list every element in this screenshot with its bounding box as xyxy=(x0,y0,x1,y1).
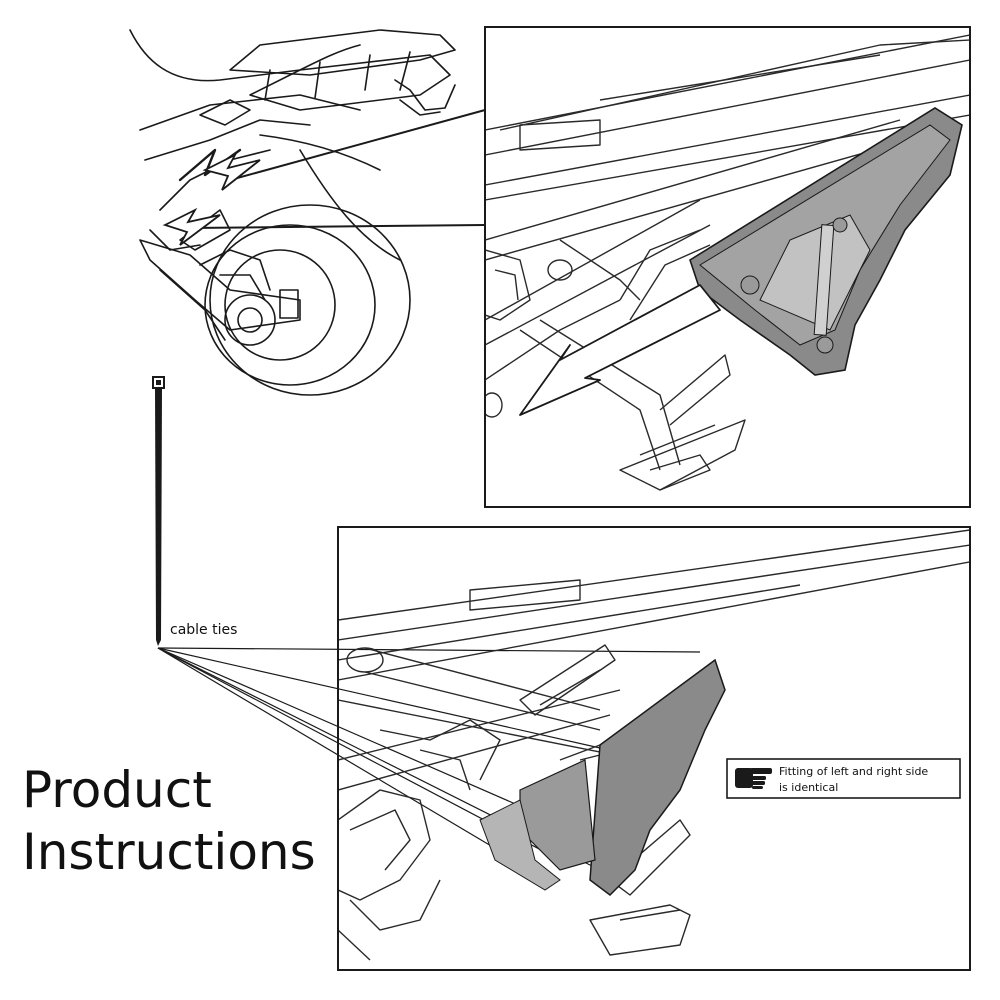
note-line-2: is identical xyxy=(779,781,838,794)
product-instructions-title: Product Instructions xyxy=(22,761,316,881)
detail-panel-bottom xyxy=(337,526,971,971)
pointing-hand-icon xyxy=(735,768,772,789)
note-line-1: Fitting of left and right side xyxy=(779,765,928,778)
cable-ties-label: cable ties xyxy=(170,622,237,638)
motorcycle-overview xyxy=(129,29,456,396)
mounting-part-bottom xyxy=(479,658,726,896)
title-line-1: Product xyxy=(22,761,212,819)
detail-panel-top xyxy=(484,26,971,508)
zoom-callout xyxy=(189,109,486,229)
install-arrow xyxy=(519,284,721,416)
title-line-2: Instructions xyxy=(22,823,316,881)
fitting-note: Fitting of left and right side is identi… xyxy=(726,758,961,799)
overview-arrows xyxy=(162,152,261,246)
mounting-part-top xyxy=(689,107,963,376)
cable-tie-illustration xyxy=(152,376,165,646)
